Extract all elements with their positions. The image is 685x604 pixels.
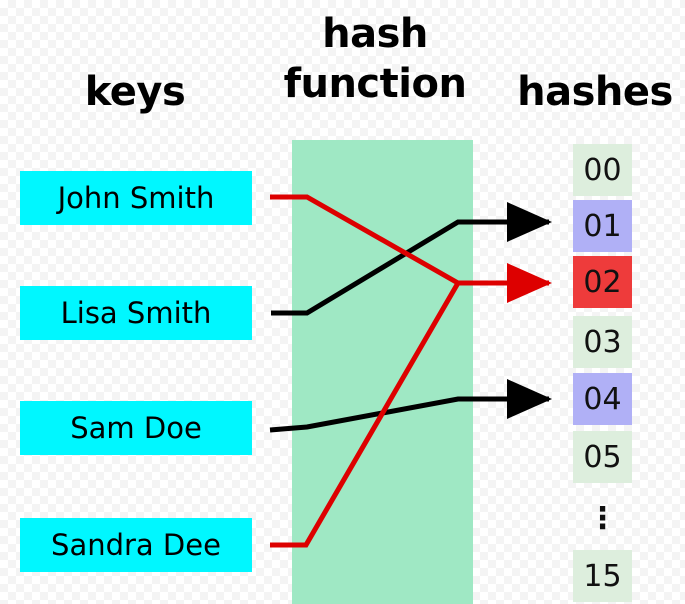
hash-cell-01[interactable]: 01 — [573, 200, 632, 252]
hash-cell-04[interactable]: 04 — [573, 373, 632, 425]
wire-sandra-dee-to-02 — [270, 281, 461, 548]
wire-sam-doe-to-04 — [269, 379, 553, 433]
key-label: John Smith — [57, 181, 215, 215]
heading-keys: keys — [84, 69, 186, 115]
hash-cell-00[interactable]: 00 — [573, 144, 632, 196]
hash-label: 05 — [583, 439, 622, 475]
key-box-sandra-dee[interactable]: Sandra Dee — [20, 518, 252, 572]
heading-hash-function-line2: function — [283, 61, 467, 107]
hash-cell-05[interactable]: 05 — [573, 431, 632, 483]
hash-cell-ellipsis: ⋮ — [573, 492, 632, 544]
hash-label: 00 — [583, 152, 622, 188]
hash-cell-03[interactable]: 03 — [573, 316, 632, 368]
hash-label: 03 — [583, 324, 622, 360]
heading-hash-function-line1: hash — [322, 11, 428, 57]
hash-label: ⋮ — [587, 500, 618, 536]
key-label: Sandra Dee — [51, 528, 221, 562]
heading-hash-function: hash function — [275, 14, 475, 104]
key-label: Sam Doe — [70, 411, 202, 445]
hash-cell-15[interactable]: 15 — [573, 550, 632, 602]
key-box-lisa-smith[interactable]: Lisa Smith — [20, 286, 252, 340]
hash-label: 02 — [583, 264, 622, 300]
wire-john-smith-to-02 — [270, 194, 553, 303]
hash-cell-02[interactable]: 02 — [573, 256, 632, 308]
heading-hashes: hashes — [517, 69, 673, 115]
wire-lisa-smith-to-01 — [271, 202, 553, 316]
hash-function-band — [292, 140, 473, 604]
key-label: Lisa Smith — [60, 296, 212, 330]
hash-label: 01 — [583, 208, 622, 244]
key-box-john-smith[interactable]: John Smith — [20, 171, 252, 225]
hash-label: 04 — [583, 381, 622, 417]
key-box-sam-doe[interactable]: Sam Doe — [20, 401, 252, 455]
hash-label: 15 — [583, 558, 622, 594]
